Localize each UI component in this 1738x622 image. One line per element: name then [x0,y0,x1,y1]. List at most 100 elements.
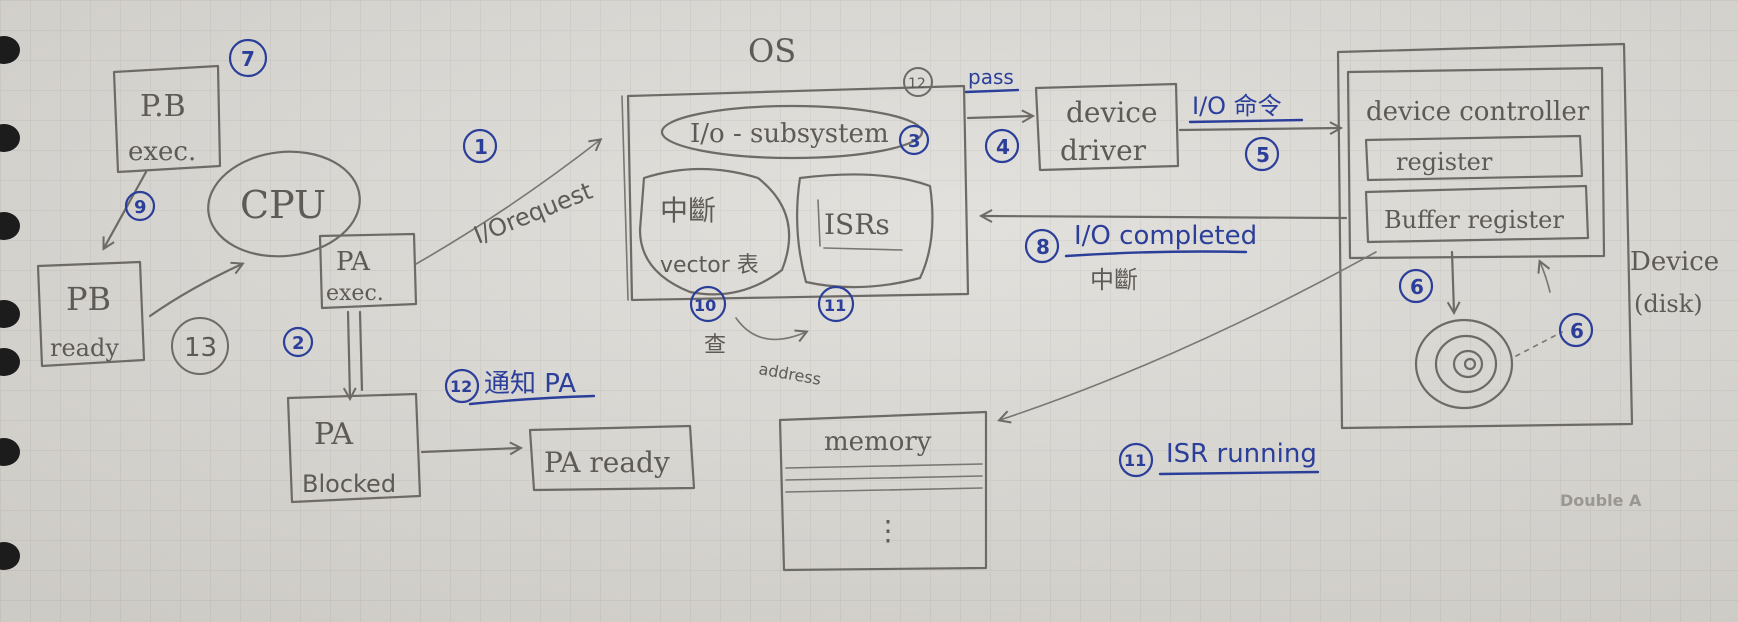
step-7-marker: 7 [228,38,268,78]
register-box: register [1364,134,1584,182]
os-label: OS [748,32,796,70]
disk-platter [1414,318,1514,410]
memory-label: memory [824,427,932,457]
svg-text:12: 12 [908,76,926,92]
os-box [621,84,970,302]
arrow-pb-ready-to-cpu [148,264,242,318]
device-label: Device [1630,247,1719,277]
pb-ready-label-2: ready [50,334,119,362]
device-driver-label-1: device [1066,96,1158,129]
disk-label: (disk) [1634,290,1703,318]
isrs-box: ISRs [795,173,934,289]
brand-mark: Double A [1560,491,1642,510]
arrow-controller-to-os [982,216,1348,218]
step-11b-marker: 11 [1118,442,1154,478]
svg-text:7: 7 [241,47,255,71]
step-6a-marker: 6 [1398,268,1434,304]
notify-pa-underline [468,394,596,406]
lookup-label: 查 [704,333,726,358]
arrow-pb-exec-to-pb-ready [104,170,148,248]
arrow-buffer-to-disk [1452,250,1454,312]
step-11a-marker: 11 [817,285,855,323]
pb-ready-label-1: PB [66,280,111,318]
svg-text:11: 11 [1124,451,1146,470]
isr-running-underline [1158,470,1320,476]
notify-pa-label: 通知 PA [484,369,576,399]
step-13-marker: 13 [171,317,229,375]
interrupt-vector-label-2: vector 表 [660,253,759,278]
svg-text:6: 6 [1410,275,1424,299]
pb-ready-box: PB ready [36,260,146,368]
pa-blocked-label-1: PA [314,417,353,452]
arrow-pa-exec-to-blocked [348,310,350,398]
io-subsystem: I/o - subsystem [660,104,924,160]
interrupt-vector-table: 中斷 vector 表 [638,167,791,296]
buffer-register-label: Buffer register [1384,206,1564,234]
isrs-label: ISRs [824,208,890,241]
step-2-marker: 2 [282,326,314,358]
arrow-lookup-address [735,317,806,339]
svg-text:6: 6 [1570,319,1584,343]
pa-blocked-label-2: Blocked [302,470,396,498]
step-8-marker: 8 [1024,228,1060,264]
io-command-label: I/O 命令 [1192,92,1282,120]
pb-exec-label-1: P.B [140,89,186,124]
step-4-marker: 4 [984,128,1020,164]
step-6b-marker: 6 [1558,312,1594,348]
dashed-disk-link [1515,331,1563,357]
step-12a-marker: 12 [444,368,480,404]
pass-underline [964,88,1020,94]
svg-text:3: 3 [908,131,921,152]
device-controller-box: device controller [1346,66,1606,260]
pa-exec-label-2: exec. [326,281,384,306]
binder-holes [0,36,20,570]
pa-ready-box: PA ready [528,424,696,492]
device-outer-box [1336,42,1634,430]
io-completed-underline [1064,250,1248,258]
svg-text:11: 11 [824,296,846,315]
step-1-marker: 1 [462,128,498,164]
arrow-pa-exec-to-os [415,140,600,265]
arrow-driver-to-controller [1178,128,1340,130]
svg-text:13: 13 [184,333,217,363]
arrow-buffer-to-memory [1000,251,1377,420]
pb-exec-box: P.B exec. [112,64,222,174]
cpu-ellipse: CPU [207,150,361,258]
svg-text:12: 12 [450,377,472,396]
arrow-pa-exec-to-blocked-2 [358,310,364,392]
pa-blocked-box: PA Blocked [286,392,422,504]
cpu-label: CPU [240,183,326,227]
pa-ready-label: PA ready [544,446,670,479]
svg-text:4: 4 [996,135,1010,159]
io-completed-label: I/O completed [1074,221,1257,251]
io-subsystem-label: I/o - subsystem [690,119,889,149]
buffer-register-box: Buffer register [1364,184,1590,244]
pass-label: pass [968,65,1014,89]
svg-text:2: 2 [292,333,305,354]
svg-text:8: 8 [1036,235,1050,259]
device-driver-box: device driver [1034,82,1180,172]
io-command-underline [1188,118,1304,124]
arrow-disk-to-buffer [1540,262,1551,293]
arrow-os-to-driver [966,116,1032,118]
svg-text:5: 5 [1256,143,1270,167]
step-9-marker: 9 [124,190,156,222]
step-10-marker: 10 [689,285,727,323]
pa-exec-label-1: PA [336,247,371,277]
memory-dots: ⋮ [874,514,902,547]
device-controller-label: device controller [1366,97,1590,127]
svg-text:10: 10 [694,296,716,315]
step-3-marker: 3 [898,124,930,156]
interrupt-label: 中斷 [1090,266,1138,294]
svg-text:1: 1 [474,135,488,159]
svg-text:9: 9 [134,197,147,218]
pa-exec-box: PA exec. [318,232,418,310]
pb-exec-label-2: exec. [128,137,196,167]
arrow-blocked-to-ready [420,448,520,452]
device-driver-label-2: driver [1060,134,1147,167]
isr-running-label: ISR running [1166,439,1317,469]
step-5-marker: 5 [1244,136,1280,172]
register-label: register [1396,148,1493,176]
